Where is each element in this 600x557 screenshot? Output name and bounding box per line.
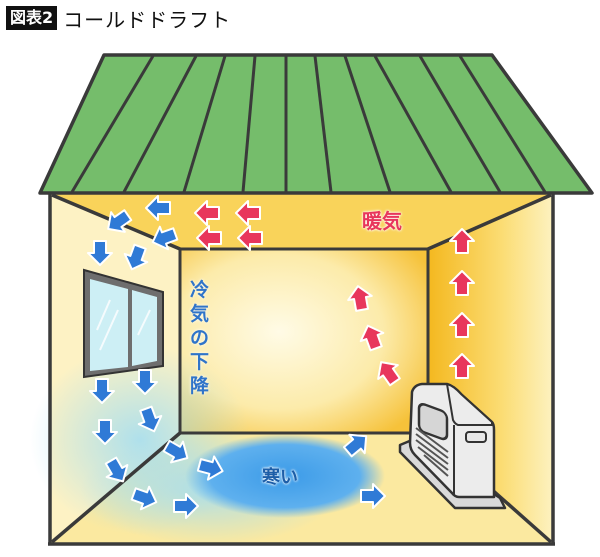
cold-air-descent-label: 冷気の下降 <box>190 279 210 397</box>
figure-title: コールドドラフト <box>63 7 232 32</box>
cold-label: 寒い <box>262 467 298 488</box>
figure-label: 図表2 <box>6 6 58 30</box>
figure-header: 図表2 コールドドラフト <box>6 5 232 32</box>
window <box>83 268 164 379</box>
roof <box>38 53 594 195</box>
cold-air-pool <box>185 434 385 518</box>
heater <box>398 382 507 510</box>
warm-air-label: 暖気 <box>362 209 402 233</box>
